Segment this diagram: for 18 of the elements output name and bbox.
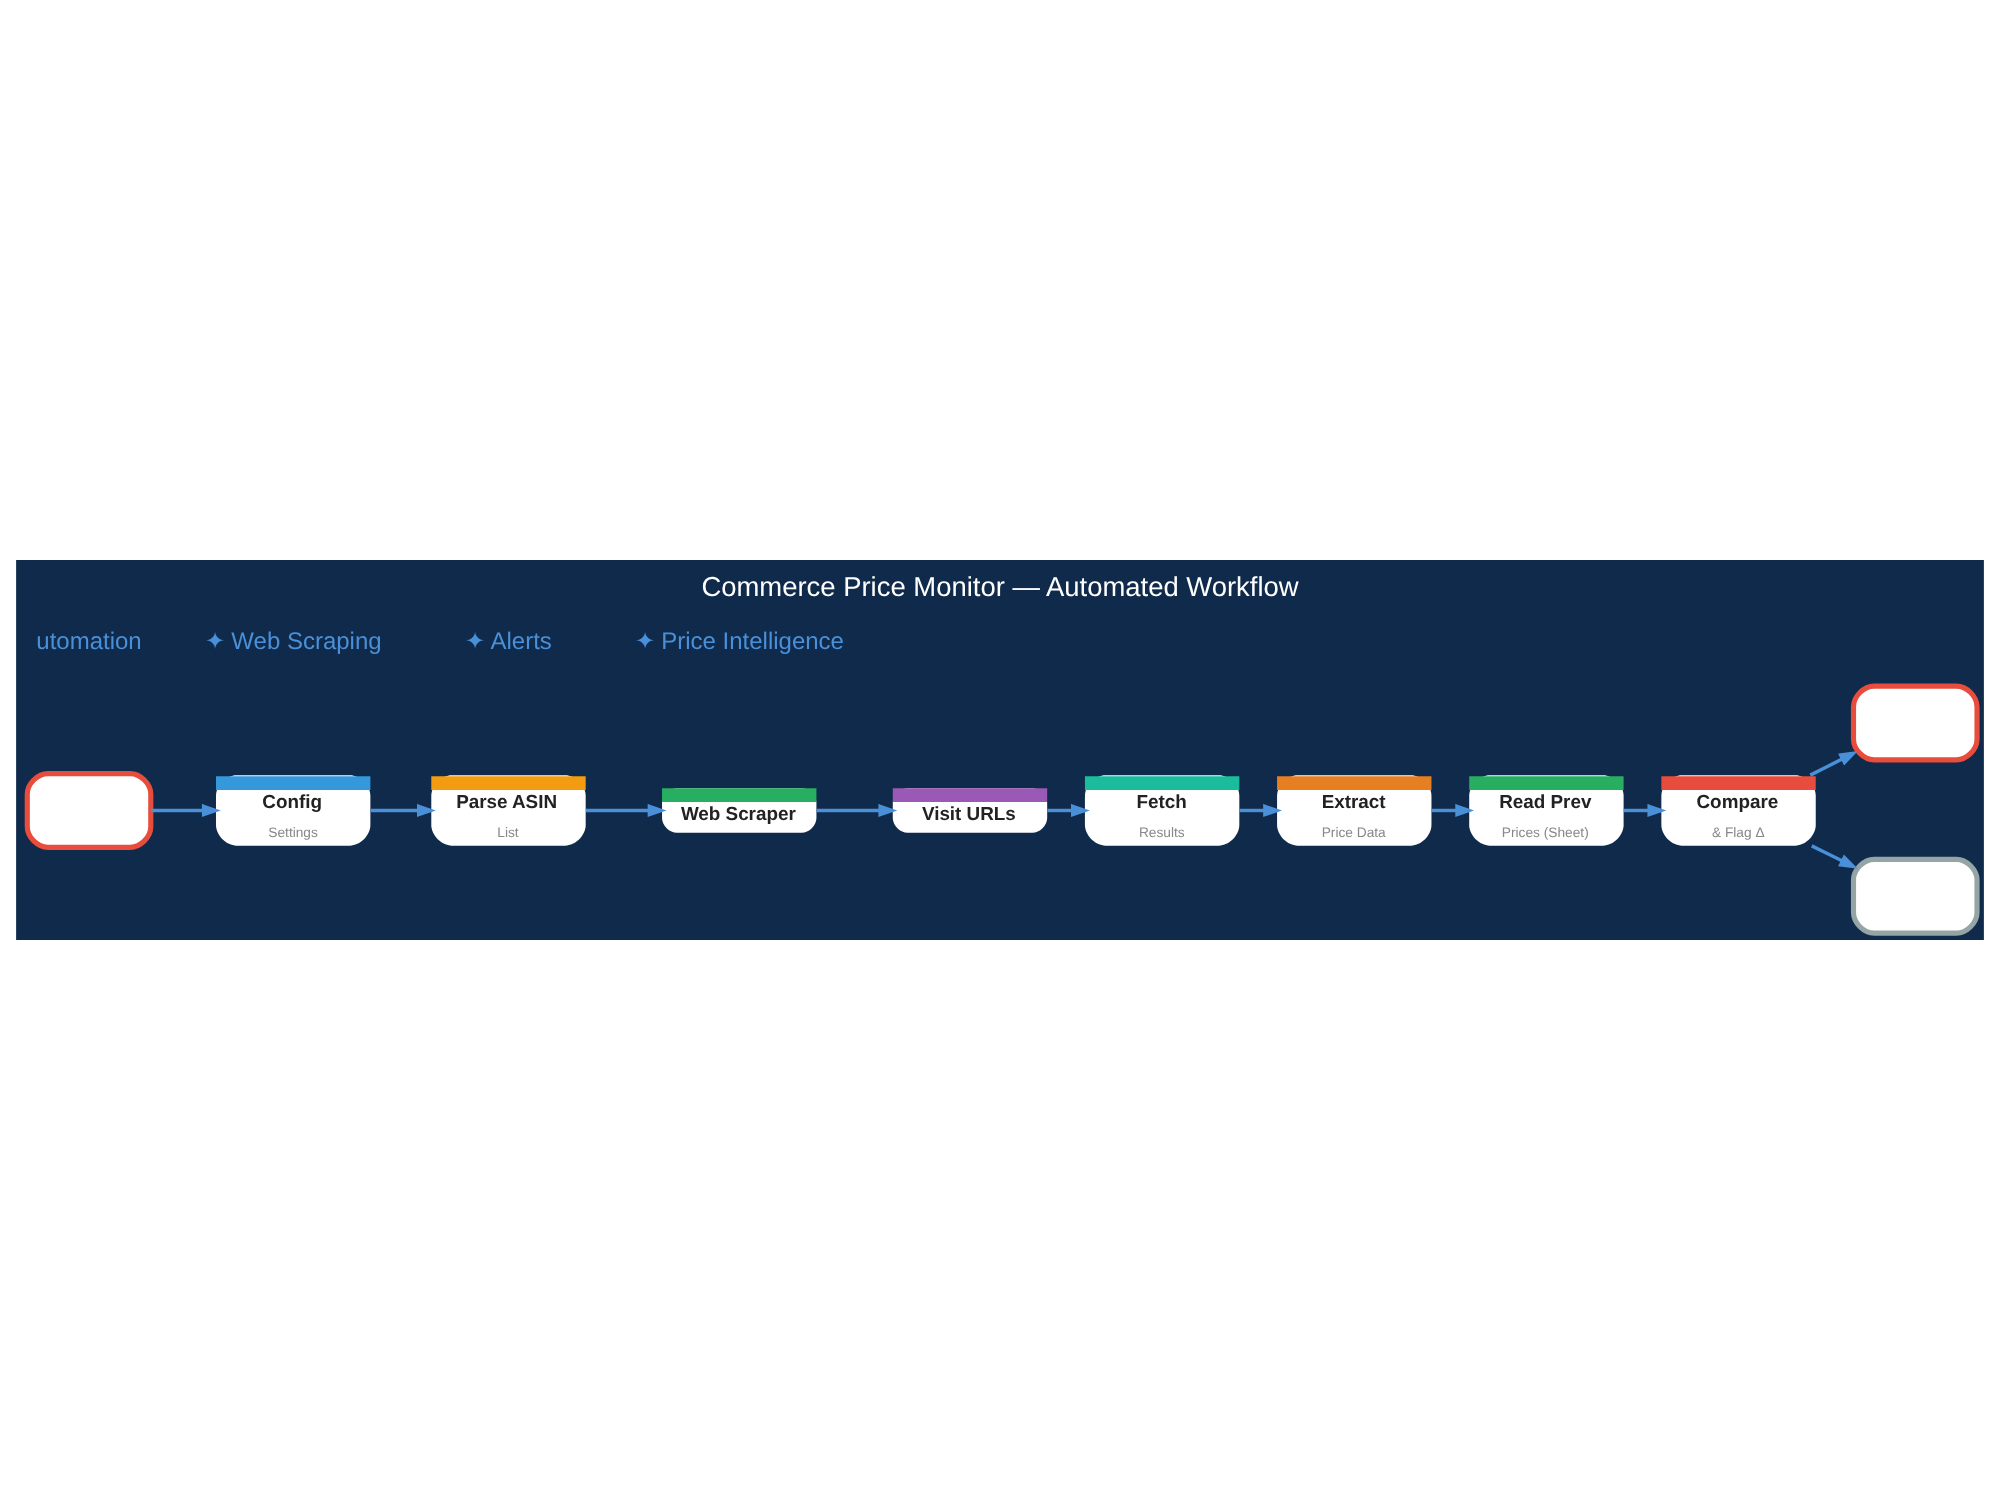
label: ✦ Price Intelligence [634,626,844,655]
arrow [585,803,667,818]
arrow [1431,803,1475,818]
node-box [1850,683,1980,763]
arrow [1809,751,1858,777]
arrow [816,803,898,818]
label: ✦ Alerts [465,626,552,655]
node-box [1850,856,1980,936]
label: utomation [36,626,142,655]
arrow [1239,803,1283,818]
arrow [150,803,221,818]
label: ✦ Web Scraping [204,626,382,655]
arrow [370,803,436,818]
arrow [1047,803,1090,818]
arrow [1811,844,1858,869]
diagram-title: Commerce Price Monitor — Automated Workflow [701,571,1299,602]
node-box [24,771,154,850]
arrow [1623,803,1667,818]
